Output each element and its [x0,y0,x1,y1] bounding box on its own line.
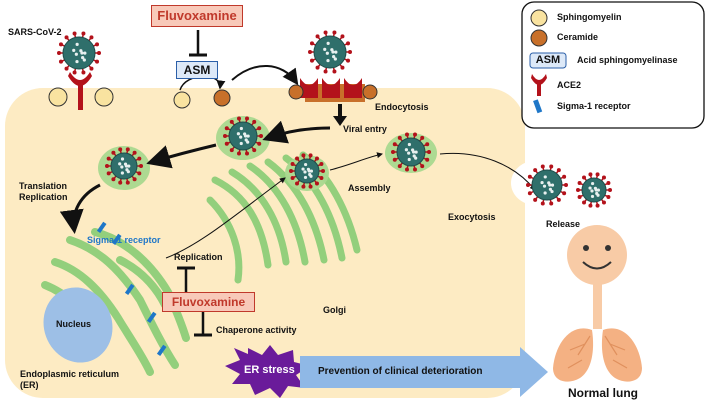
er-stress-burst [225,345,310,398]
legend-asm-box-text: ASM [535,54,561,66]
sigma1-receptors [96,221,167,357]
legend-ace2: ACE2 [557,80,582,90]
chaperone-activity-label: Chaperone activity [216,325,297,335]
nucleus-label: Nucleus [56,319,92,329]
exocytosis-label: Exocytosis [448,212,496,222]
virus-icon [105,147,143,185]
ace2-left [68,72,92,110]
prevention-label: Prevention of clinical deterioration [318,366,483,377]
virus-icon [308,30,352,74]
virus-icon [526,164,568,206]
normal-lung-label: Normal lung [568,386,639,400]
virus-icon [289,153,325,189]
normal-lung-figure [553,225,642,382]
fluvoxamine-box-mid: Fluvoxamine [162,292,255,312]
sars-cov-2-label: SARS-CoV-2 [8,27,62,37]
golgi-label: Golgi [323,305,346,315]
receptor-cluster [288,78,378,102]
fluvoxamine-box-top: Fluvoxamine [151,5,243,27]
sigma-1-receptor-label: Sigma-1 receptor [87,235,161,245]
legend-sphingomyelin: Sphingomyelin [557,12,622,22]
legend-frame [521,1,705,129]
endocytosis-label: Endocytosis [375,102,429,112]
nucleus [43,287,113,363]
asm-box: ASM [176,61,218,79]
prevention-arrow [300,347,548,397]
er-stress-label: ER stress [244,364,295,376]
legend-sigma-1-receptor: Sigma-1 receptor [557,101,631,111]
virus-icon [57,31,101,75]
asm-reaction [173,75,231,109]
top-membrane-left [48,87,114,107]
virus-icon [576,172,612,208]
virus-icon [391,132,431,172]
legend-ceramide: Ceramide [557,32,599,42]
legend-acid-sphingomyelinase: Acid sphingomyelinase [577,55,678,65]
virus-icon [223,116,263,156]
endoplasmic-reticulum-label: Endoplasmic reticulum (ER) [20,369,120,390]
release-label: Release [546,219,581,229]
replication-label: Replication [174,252,223,262]
translation-replication-label: Translation Replication [19,181,68,202]
viral-entry-label: Viral entry [343,124,387,134]
assembly-label: Assembly [348,183,391,193]
